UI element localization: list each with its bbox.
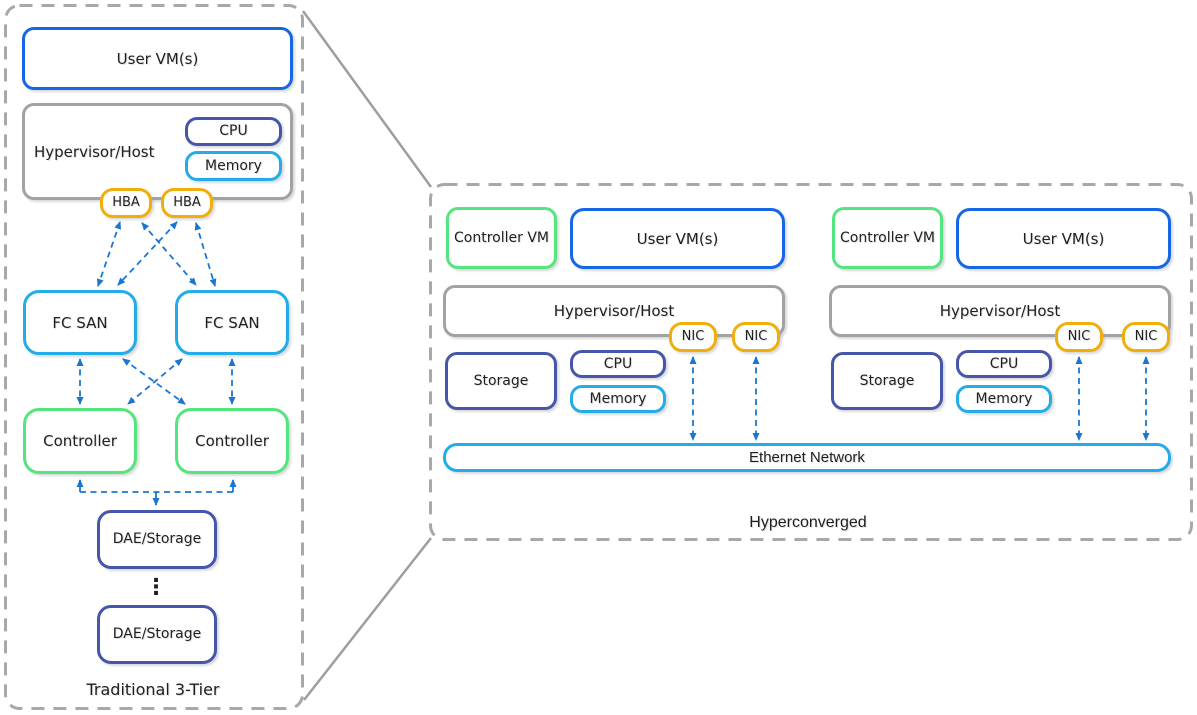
user-vm-box: User VM(s) — [22, 27, 293, 90]
controller-vm-box: Controller VM — [446, 207, 557, 269]
traditional-frame — [4, 4, 304, 710]
hyperconverged-caption: Hyperconverged — [749, 514, 867, 531]
fc-san-box: FC SAN — [23, 290, 137, 355]
memory-box: Memory — [185, 151, 282, 181]
hypervisor-host-box: Hypervisor/Host — [829, 285, 1171, 337]
nic-box: NIC — [1055, 322, 1103, 352]
ethernet-network-box: Ethernet Network — [443, 443, 1171, 472]
hba-box: HBA — [100, 188, 152, 218]
storage-box: Storage — [831, 352, 943, 410]
controller-box: Controller — [175, 408, 289, 474]
cpu-box: CPU — [185, 117, 282, 146]
group-frames — [4, 4, 1193, 710]
nic-box: NIC — [1122, 322, 1170, 352]
dae-storage-box: DAE/Storage — [97, 510, 217, 569]
cpu-box: CPU — [956, 350, 1052, 378]
memory-box: Memory — [956, 385, 1052, 413]
nic-box: NIC — [732, 322, 780, 352]
nic-box: NIC — [669, 322, 717, 352]
storage-box: Storage — [445, 352, 557, 410]
hba-box: HBA — [161, 188, 213, 218]
zoom-connector-lines — [301, 10, 433, 701]
cpu-box: CPU — [570, 350, 666, 378]
fc-san-box: FC SAN — [175, 290, 289, 355]
connection-arrows — [76, 221, 1150, 506]
traditional-caption: Traditional 3-Tier — [86, 680, 220, 699]
user-vm-box: User VM(s) — [956, 208, 1171, 269]
memory-box: Memory — [570, 385, 666, 413]
controller-vm-box: Controller VM — [832, 207, 943, 269]
hypervisor-host-box: Hypervisor/Host — [443, 285, 785, 337]
vertical-ellipsis: ⋮ — [145, 575, 167, 600]
controller-box: Controller — [23, 408, 137, 474]
user-vm-box: User VM(s) — [570, 208, 785, 269]
dae-storage-box: DAE/Storage — [97, 605, 217, 664]
